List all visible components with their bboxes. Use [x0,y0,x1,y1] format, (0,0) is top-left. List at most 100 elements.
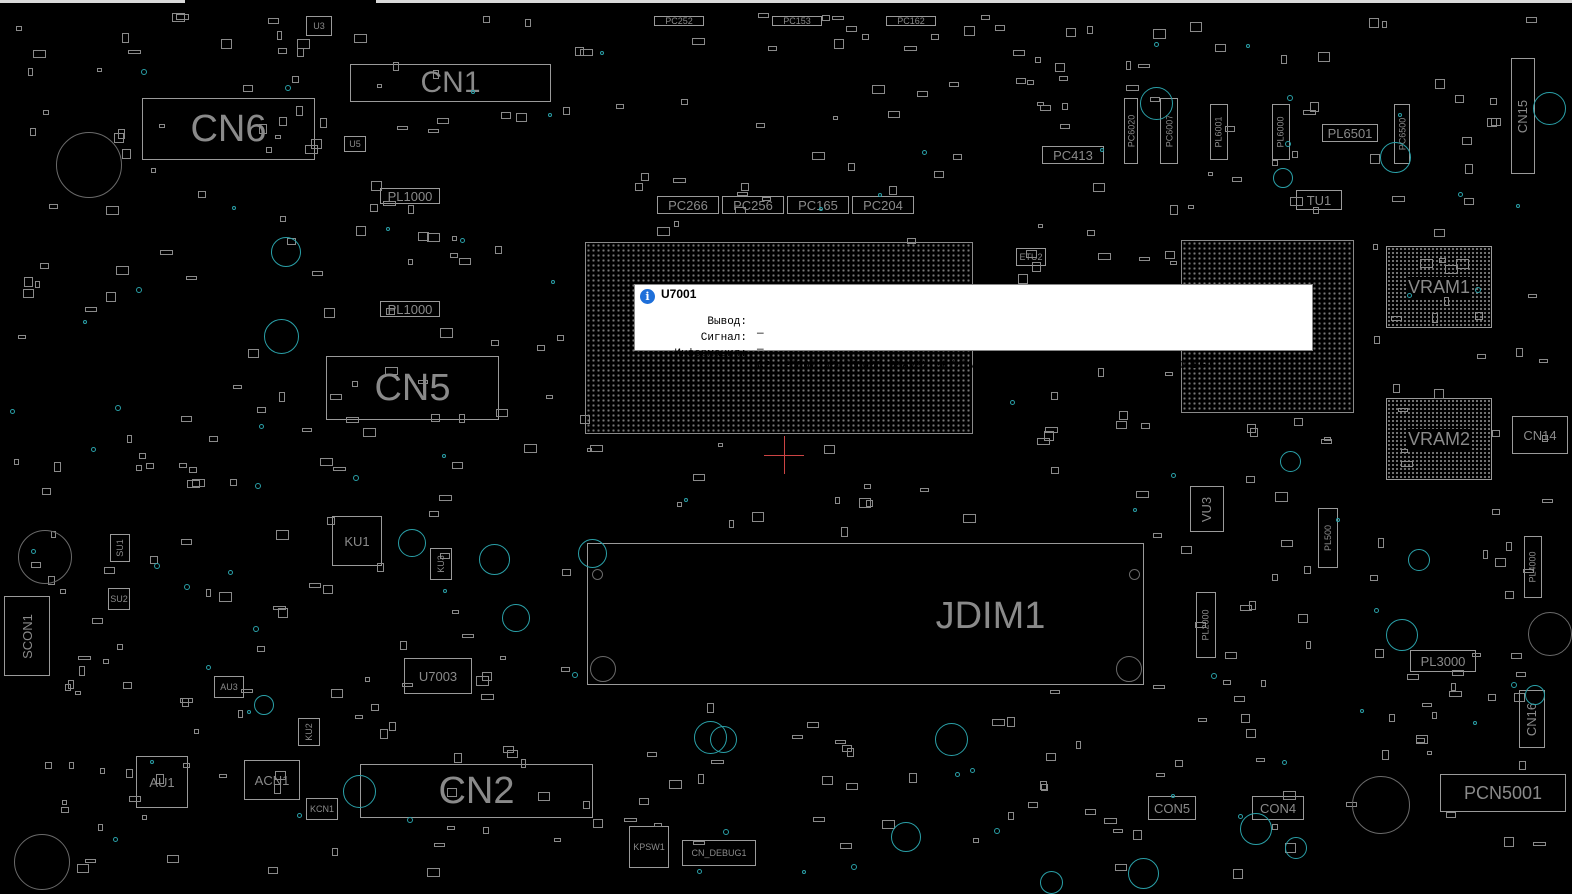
smd-pad [964,26,975,36]
smd-pad [427,868,440,877]
component-tu1[interactable]: TU1 [1296,190,1342,210]
component-pc162[interactable]: PC162 [886,16,936,26]
component-au3[interactable]: AU3 [214,676,244,698]
smd-pad [1375,649,1384,658]
smd-pad [62,800,67,805]
smd-pad [1188,205,1194,209]
via-hole [1525,685,1545,705]
component-scon1[interactable]: SCON1 [4,596,50,676]
component-pc153[interactable]: PC153 [772,16,822,26]
component-cn-debug1[interactable]: CN_DEBUG1 [682,840,756,866]
component-cn2[interactable]: CN2 [360,764,593,818]
component-acn1[interactable]: ACN1 [244,760,300,800]
smd-pad [833,116,838,120]
smd-pad [311,139,322,149]
component-kpsw1[interactable]: KPSW1 [629,826,669,868]
smd-pad [580,49,593,56]
smd-pad [186,276,197,280]
via-hole [1336,518,1340,522]
component-su2[interactable]: SU2 [108,588,130,610]
component-cn1[interactable]: CN1 [350,64,551,102]
smd-pad [323,585,333,594]
component-pl4000[interactable]: PL4000 [1524,536,1542,598]
component-pl500[interactable]: PL500 [1318,508,1338,568]
smd-pad [735,207,746,214]
smd-pad [692,38,705,45]
smd-pad [117,644,123,650]
component-u7003[interactable]: U7003 [404,658,472,694]
component-label: AU1 [149,774,175,790]
component-pl6000[interactable]: PL6000 [1272,104,1290,160]
smd-pad [139,453,146,459]
component-pl3000[interactable]: PL3000 [1410,650,1476,672]
smd-pad [1452,670,1464,676]
component-pl2000[interactable]: PL2000 [1196,592,1216,658]
smd-pad [846,783,858,790]
smd-pad [981,15,990,20]
mounting-hole [590,656,616,682]
component-pl1000[interactable]: PL1000 [380,301,440,317]
smd-pad [447,788,457,797]
smd-pad [1370,154,1380,164]
component-cn5[interactable]: CN5 [326,356,499,420]
component-au1[interactable]: AU1 [136,756,188,808]
smd-pad [521,759,526,768]
component-pc165[interactable]: PC165 [787,196,849,214]
smd-pad [1223,680,1231,685]
component-cn15[interactable]: CN15 [1511,58,1535,174]
smd-pad [1475,312,1483,320]
component-u3[interactable]: U3 [306,16,332,36]
smd-pad [106,206,119,215]
component-pl6001[interactable]: PL6001 [1210,104,1228,160]
component-pc252[interactable]: PC252 [654,16,704,26]
component-pc204[interactable]: PC204 [852,196,914,214]
smd-pad [1303,110,1316,115]
via-hole [572,672,578,678]
smd-pad [562,569,571,576]
component-label: PCN5001 [1463,782,1543,803]
component-pc256[interactable]: PC256 [722,196,784,214]
smd-pad [297,48,304,57]
component-ku3[interactable]: KU3 [430,548,452,580]
component-con4[interactable]: CON4 [1252,796,1304,820]
smd-pad [1294,418,1303,426]
component-ku2[interactable]: KU2 [298,718,320,746]
smd-pad [859,498,871,508]
smd-pad [1393,384,1400,393]
component-pc6020[interactable]: PC6020 [1124,98,1138,164]
component-pl1000[interactable]: PL1000 [380,188,440,204]
smd-pad [654,823,662,827]
component-vu3[interactable]: VU3 [1190,486,1224,532]
via-hole [136,287,142,293]
component-u5[interactable]: U5 [344,136,366,152]
component-su1[interactable]: SU1 [110,534,130,562]
smd-pad [580,415,590,424]
smd-pad [1369,18,1379,28]
component-pcn5001[interactable]: PCN5001 [1440,774,1566,812]
mounting-hole [592,569,603,580]
smd-pad [1136,491,1149,498]
component-vram1[interactable]: VRAM1 [1386,246,1492,328]
smd-pad [1281,55,1287,64]
smd-pad [128,50,141,54]
component-label: KU1 [344,533,370,549]
via-hole [1154,42,1159,47]
smd-pad [1215,44,1226,52]
smd-pad [305,145,318,154]
component-cn6[interactable]: CN6 [142,98,315,160]
component-pc413[interactable]: PC413 [1042,146,1104,164]
component-con5[interactable]: CON5 [1148,796,1196,820]
via-hole [1380,142,1411,173]
component-cn14[interactable]: CN14 [1512,416,1568,454]
component-kcn1[interactable]: KCN1 [306,798,338,820]
smd-pad [1153,533,1162,538]
smd-pad [698,774,704,784]
component-pl6501[interactable]: PL6501 [1322,124,1378,142]
component-ku1[interactable]: KU1 [332,516,382,566]
smd-pad [179,463,187,468]
smd-pad [1013,50,1025,56]
via-hole [232,206,236,210]
component-jdim1[interactable]: JDIM1 [587,543,1144,685]
component-pc266[interactable]: PC266 [657,196,719,214]
